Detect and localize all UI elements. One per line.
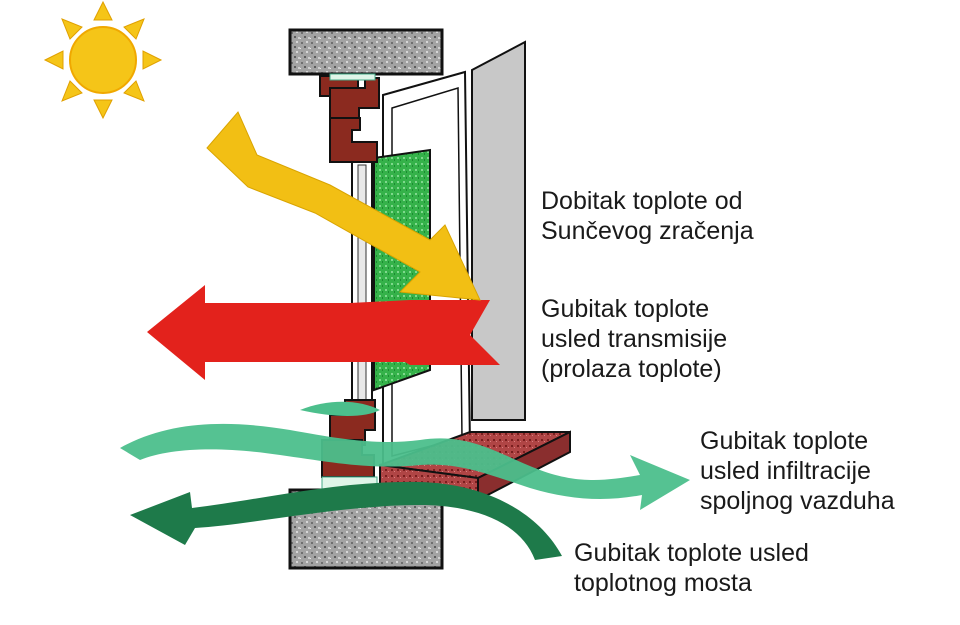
label-line: usled transmisije xyxy=(541,325,728,353)
label-line: usled infiltracije xyxy=(700,457,871,485)
label-line: (prolaza toplote) xyxy=(541,355,722,383)
label-line: Sunčevog zračenja xyxy=(541,217,754,245)
label-line: Gubitak toplote xyxy=(700,427,869,455)
frame-top xyxy=(319,73,380,163)
label-transmission-loss: Gubitak toplote usled transmisije (prola… xyxy=(541,294,727,384)
sun-icon xyxy=(43,0,163,120)
label-line: toplotnog mosta xyxy=(574,569,752,597)
thermal-bridge-arrow xyxy=(130,481,562,560)
wall-top xyxy=(288,28,444,76)
infiltration-arrow xyxy=(120,423,690,510)
label-line: Gubitak toplote xyxy=(541,295,710,323)
label-line: Gubitak toplote usled xyxy=(574,539,809,567)
label-infiltration-loss: Gubitak toplote usled infiltracije spolj… xyxy=(700,426,895,516)
label-line: spoljnog vazduha xyxy=(700,487,895,515)
label-thermal-bridge-loss: Gubitak toplote usled toplotnog mosta xyxy=(574,538,809,598)
label-solar-gain: Dobitak toplote od Sunčevog zračenja xyxy=(541,186,754,246)
transmission-arrow xyxy=(147,285,500,380)
label-line: Dobitak toplote od xyxy=(541,187,743,215)
solar-gain-arrow xyxy=(206,111,481,301)
